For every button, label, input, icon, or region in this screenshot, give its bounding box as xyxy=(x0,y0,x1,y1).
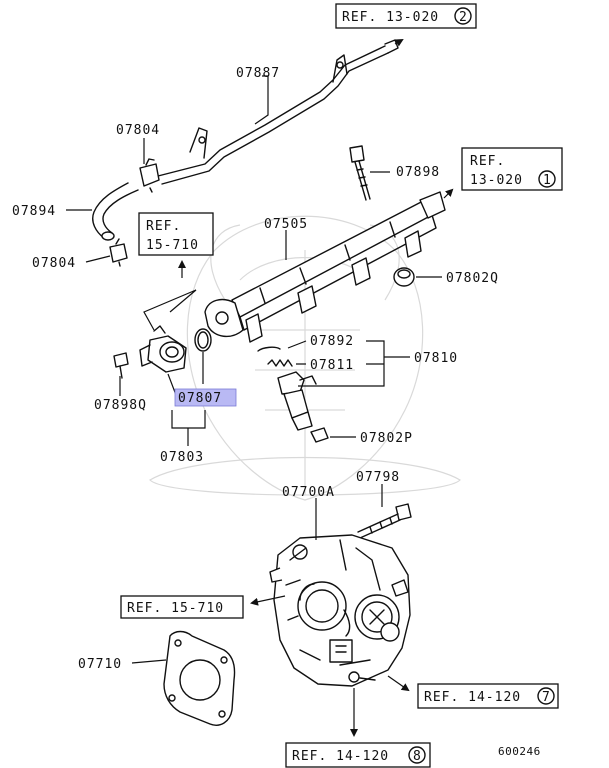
clip-07804-lower xyxy=(109,238,128,267)
label-07898q: 07898Q xyxy=(94,398,147,413)
svg-text:8: 8 xyxy=(413,749,422,764)
label-07802p: 07802P xyxy=(360,431,413,446)
injector-07810 xyxy=(277,371,317,431)
bolt-07898 xyxy=(349,145,371,201)
throttle-body-07700a xyxy=(250,534,411,737)
label-07700a: 07700A xyxy=(282,485,335,500)
insulator-07802q xyxy=(393,267,415,287)
svg-text:REF. 13-020: REF. 13-020 xyxy=(342,10,439,25)
bolt-07798 xyxy=(357,503,412,539)
svg-text:1: 1 xyxy=(543,173,552,188)
label-07892: 07892 xyxy=(310,334,354,349)
o-ring-07892 xyxy=(257,346,281,352)
label-07887: 07887 xyxy=(236,66,280,81)
svg-text:13-020: 13-020 xyxy=(470,173,523,188)
svg-text:2: 2 xyxy=(459,10,468,25)
o-ring-07807 xyxy=(194,328,212,352)
ref-13-020-2[interactable]: REF. 13-020 2 xyxy=(335,3,477,29)
svg-text:REF. 14-120: REF. 14-120 xyxy=(292,749,389,764)
svg-text:7: 7 xyxy=(542,690,551,705)
label-07804-lower: 07804 xyxy=(32,256,76,271)
gasket-07710 xyxy=(163,630,236,726)
label-07804-upper: 07804 xyxy=(116,123,160,138)
label-07810: 07810 xyxy=(414,351,458,366)
ref-13-020-1[interactable]: REF. 13-020 1 xyxy=(461,147,563,191)
pressure-regulator-07803 xyxy=(139,325,187,373)
label-07798: 07798 xyxy=(356,470,400,485)
label-07710: 07710 xyxy=(78,657,122,672)
ref-14-120-8[interactable]: REF. 14-120 8 xyxy=(285,742,431,768)
svg-text:REF. 15-710: REF. 15-710 xyxy=(127,601,224,616)
spring-07811 xyxy=(267,359,293,367)
fuel-pipe-07887 xyxy=(157,39,404,185)
part-labels: 07887 07804 07894 07804 07898Q 07807 078… xyxy=(12,66,499,672)
fuel-rail-07505 xyxy=(204,188,454,343)
svg-text:REF.: REF. xyxy=(470,154,505,169)
label-07803: 07803 xyxy=(160,450,204,465)
svg-text:REF.: REF. xyxy=(146,219,181,234)
svg-text:15-710: 15-710 xyxy=(146,238,199,253)
clip-07804-upper xyxy=(139,158,160,193)
label-07807[interactable]: 07807 xyxy=(178,391,222,406)
fuel-hose-07894 xyxy=(92,182,139,241)
label-07898: 07898 xyxy=(396,165,440,180)
label-07505: 07505 xyxy=(264,217,308,232)
svg-text:REF. 14-120: REF. 14-120 xyxy=(424,690,521,705)
highlight-07807 xyxy=(174,388,237,407)
bolt-07898q xyxy=(113,352,129,379)
ref-15-710-upper[interactable]: REF. 15-710 xyxy=(138,212,214,256)
label-07811: 07811 xyxy=(310,358,354,373)
diagram-id: 600246 xyxy=(498,745,541,758)
ref-14-120-7[interactable]: REF. 14-120 7 xyxy=(417,683,559,709)
insulator-07802p xyxy=(310,427,329,443)
label-07802q: 07802Q xyxy=(446,271,499,286)
ref-15-710-lower[interactable]: REF. 15-710 xyxy=(120,595,244,619)
label-07894: 07894 xyxy=(12,204,56,219)
leader-lines xyxy=(66,75,442,664)
